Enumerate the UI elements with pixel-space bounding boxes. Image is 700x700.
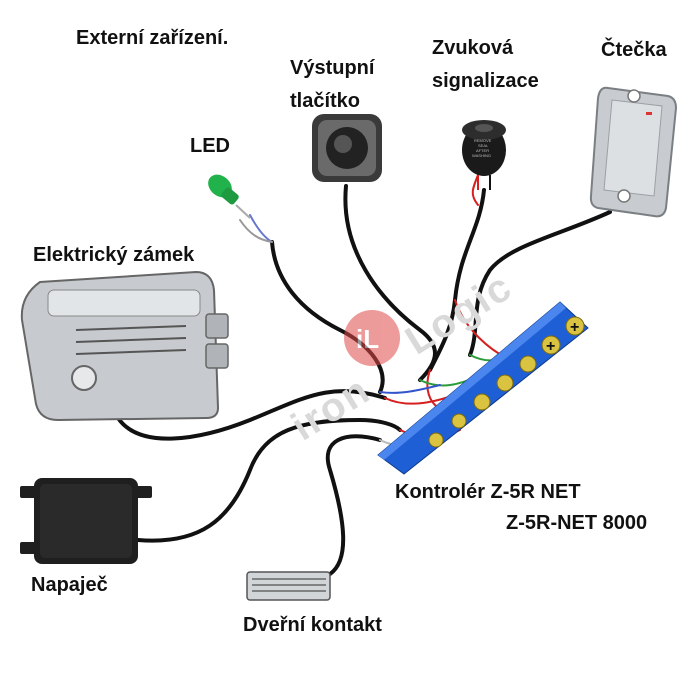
power-supply-label: Napaječ — [31, 574, 108, 596]
exit-button-label-line2: tlačítko — [290, 90, 361, 112]
terminal-plus-sign: + — [546, 338, 555, 355]
power-cable — [136, 417, 402, 543]
buzzer-device: REMOVE SEAL AFTER WASHING — [462, 120, 506, 190]
blue-wire — [379, 384, 441, 394]
led-white-leg — [239, 219, 273, 243]
led-cable — [270, 240, 385, 394]
reader-label: Čtečka — [601, 39, 667, 61]
reader-cable — [468, 210, 612, 357]
exit-button-device — [312, 114, 382, 182]
exit-button-cable — [343, 184, 437, 382]
led-label: LED — [190, 135, 230, 157]
door-contact-device — [246, 571, 331, 601]
controller-label-line1: Kontrolér Z-5R NET — [395, 481, 581, 503]
lock-cable — [116, 389, 387, 441]
led-device — [208, 174, 251, 219]
watermark-badge-text: iL — [356, 324, 379, 354]
lock-label: Elektrický zámek — [33, 244, 195, 266]
controller-board: + + — [377, 301, 589, 475]
diagram-title: Externí zařízení. — [76, 27, 229, 49]
electric-lock-device — [20, 270, 229, 422]
terminal-plus-sign: + — [570, 319, 579, 336]
buzzer-label-line1: Zvuková — [432, 37, 514, 59]
door-contact-cable — [326, 434, 382, 576]
buzzer-text: WASHING — [472, 153, 491, 158]
buzzer-text: REMOVE — [474, 138, 492, 143]
power-supply-device — [20, 478, 152, 564]
exit-button-label-line1: Výstupní — [290, 57, 375, 79]
reader-device — [589, 86, 678, 218]
watermark-badge: iL — [344, 310, 400, 366]
controller-label-line2: Z-5R-NET 8000 — [506, 512, 648, 534]
buzzer-label-line2: signalizace — [432, 70, 539, 92]
buzzer-text: SEAL — [478, 143, 489, 148]
red-wire — [471, 174, 479, 206]
door-contact-label: Dveřní kontakt — [243, 614, 382, 636]
buzzer-text: AFTER — [476, 148, 489, 153]
